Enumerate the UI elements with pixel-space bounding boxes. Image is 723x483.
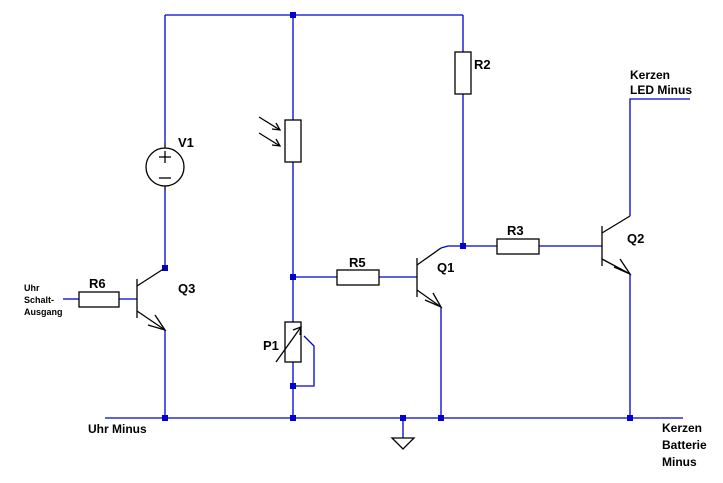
- net-label-line: Uhr: [24, 283, 40, 293]
- transistor-q2: [601, 215, 632, 276]
- junction-dot: [460, 243, 466, 249]
- junction-dot: [290, 12, 296, 18]
- net-label-line: Minus: [662, 455, 697, 469]
- net-label-line: Ausgang: [24, 307, 63, 317]
- ground-icon: [390, 437, 416, 450]
- potentiometer-p1: [275, 321, 302, 363]
- label-r6: R6: [89, 276, 106, 291]
- label-q2: Q2: [627, 231, 644, 246]
- net-label-line: Kerzen: [630, 68, 670, 82]
- net-label-schalt-ausgang: Uhr Schalt- Ausgang: [24, 283, 63, 317]
- junction-dot: [290, 274, 296, 280]
- junctions: [162, 12, 633, 421]
- light-dependent-resistor: [258, 116, 302, 163]
- net-label-kerzen-batterie-minus: Kerzen Batterie Minus: [662, 421, 707, 469]
- net-label-line: Batterie: [662, 438, 707, 452]
- transistor-q3: [136, 267, 167, 332]
- label-r2: R2: [474, 57, 491, 72]
- label-v1: V1: [178, 135, 194, 150]
- net-label-line: LED Minus: [630, 83, 692, 97]
- net-label-line: Kerzen: [662, 421, 702, 435]
- wires: [63, 14, 690, 438]
- transistor-q1: [416, 247, 443, 309]
- resistor-r6: [78, 291, 120, 308]
- junction-dot: [627, 415, 633, 421]
- resistor-r5: [336, 269, 380, 286]
- junction-dot: [162, 415, 168, 421]
- junction-dot: [290, 415, 296, 421]
- junction-dot: [438, 415, 444, 421]
- label-q3: Q3: [178, 281, 195, 296]
- net-label-uhr-minus: Uhr Minus: [88, 422, 147, 436]
- wire-p1-wiper: [293, 335, 315, 387]
- label-p1: P1: [263, 338, 279, 353]
- voltage-source-v1: [145, 143, 185, 190]
- resistor-r2: [454, 51, 472, 95]
- net-label-line: Schalt-: [24, 295, 54, 305]
- wire-q2-collector: [629, 98, 690, 216]
- label-q1: Q1: [437, 260, 454, 275]
- resistor-r3: [496, 238, 540, 255]
- net-label-kerzen-led-minus: Kerzen LED Minus: [630, 68, 692, 97]
- label-r5: R5: [349, 255, 366, 270]
- label-r3: R3: [507, 223, 524, 238]
- wire-q1-collector: [440, 245, 463, 249]
- junction-dot: [290, 383, 296, 389]
- junction-dot: [400, 415, 406, 421]
